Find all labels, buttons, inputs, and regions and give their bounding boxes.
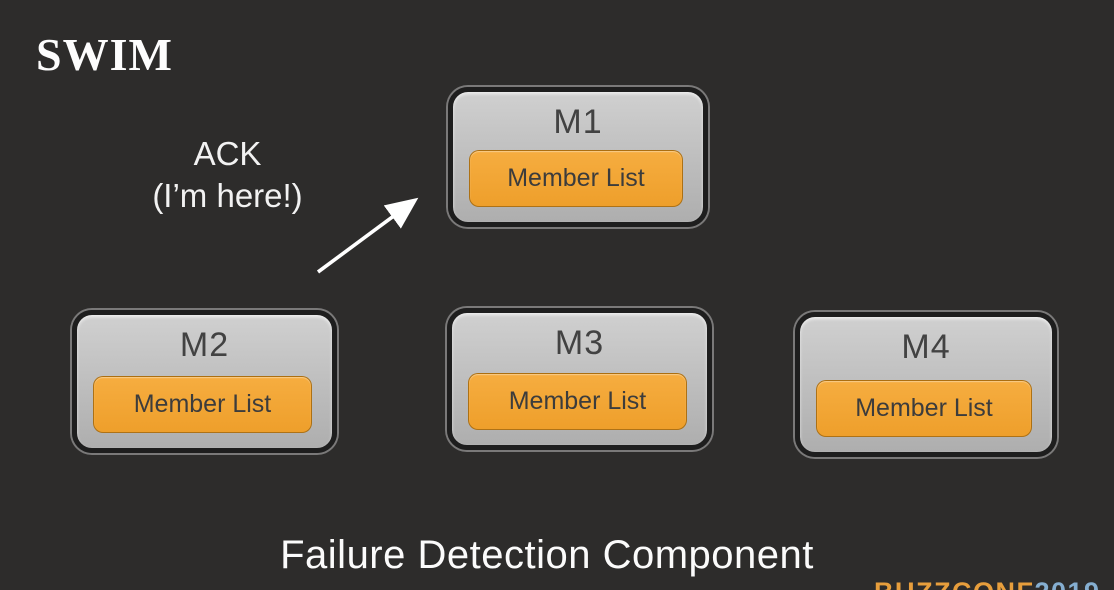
slide-caption: Failure Detection Component — [280, 533, 814, 577]
member-list-label: Member List — [855, 394, 993, 422]
node-label: M4 — [901, 327, 951, 366]
node-label: M1 — [553, 102, 603, 141]
slide-title: SWIM — [36, 29, 173, 80]
ack-line2: (I’m here!) — [152, 177, 303, 214]
node-m1: M1 Member List — [448, 87, 708, 227]
member-list-label: Member List — [508, 387, 647, 415]
ack-line1: ACK — [193, 135, 262, 172]
ack-arrow-icon — [316, 197, 419, 274]
node-m2: M2 Member List — [72, 310, 337, 453]
member-list-label: Member List — [133, 390, 272, 418]
ack-annotation: ACK (I’m here!) — [95, 133, 360, 217]
member-list-box: Member List — [469, 150, 683, 207]
watermark-primary: BUZZCONF — [874, 577, 1034, 590]
member-list-box: Member List — [816, 380, 1032, 437]
member-list-box: Member List — [93, 376, 312, 433]
node-m3: M3 Member List — [447, 308, 712, 450]
member-list-box: Member List — [468, 373, 687, 430]
node-label: M3 — [554, 323, 605, 362]
node-m4: M4 Member List — [795, 312, 1057, 457]
member-list-label: Member List — [507, 164, 645, 192]
conference-watermark: BUZZCONF2019 — [874, 577, 1101, 590]
watermark-secondary: 2019 — [1034, 577, 1100, 590]
node-label: M2 — [179, 325, 230, 364]
